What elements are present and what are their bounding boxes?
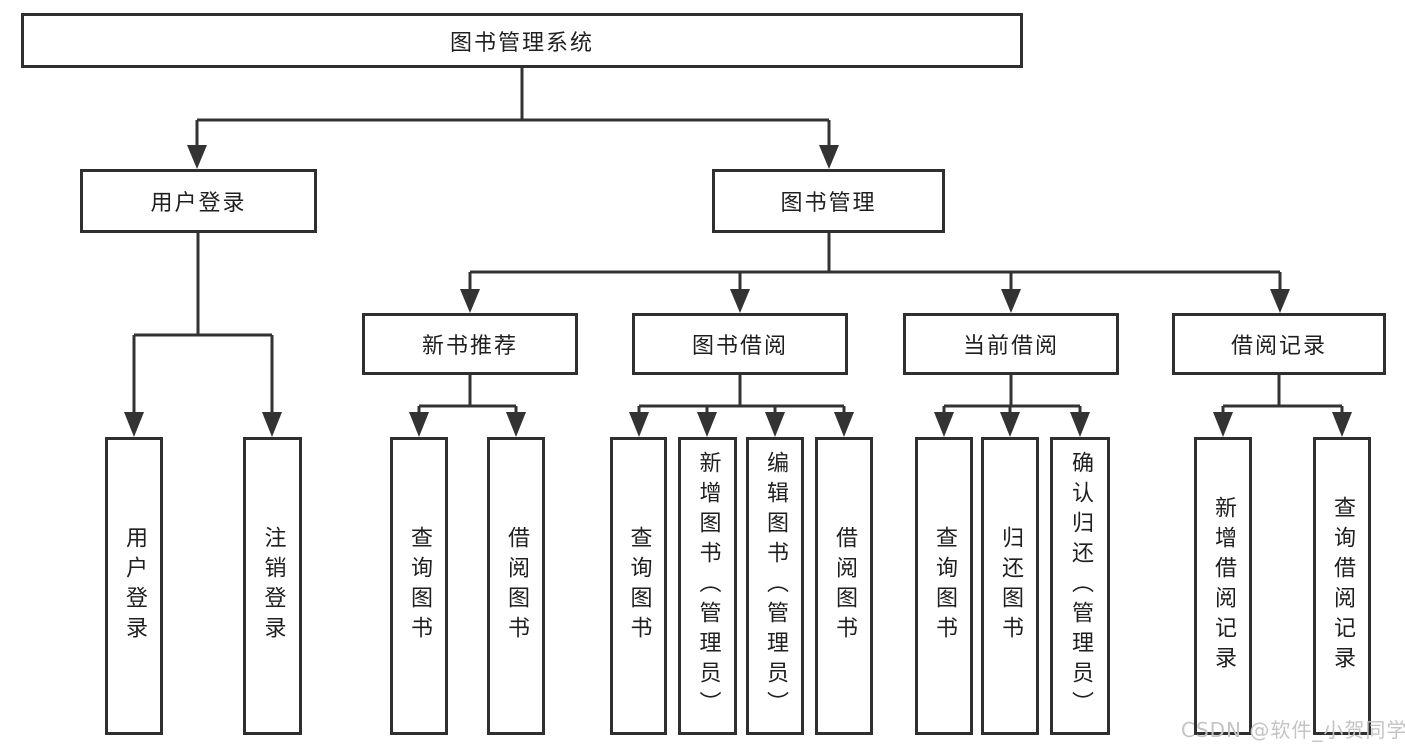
node-current-borrowing: 当前借阅 <box>903 313 1119 375</box>
node-add-borrow-record: 新增借阅记录 <box>1194 437 1252 735</box>
node-user-login-leaf: 用户登录 <box>105 437 163 735</box>
node-query-books-current: 查询图书 <box>915 437 973 735</box>
node-borrowing-records: 借阅记录 <box>1172 313 1386 375</box>
arrowhead-user-login <box>187 145 207 169</box>
node-confirm-return-admin: 确认归还（管理员） <box>1050 437 1110 735</box>
node-borrow-books-recommend: 借阅图书 <box>487 437 545 735</box>
connector-current-borrowing-children <box>934 375 1090 437</box>
node-add-books-admin: 新增图书（管理员） <box>678 437 737 735</box>
node-query-borrow-record: 查询借阅记录 <box>1313 437 1371 735</box>
connector-borrowing-records-children <box>1213 375 1352 437</box>
connector-new-book-recommend-children <box>409 375 526 437</box>
connector-book-borrowing-children <box>629 375 854 437</box>
csdn-watermark: CSDN @软件_小贺同学 <box>1181 718 1405 742</box>
arrowhead-book-management <box>819 145 839 169</box>
connector-user-login-children <box>124 233 282 437</box>
arrowhead-logout-leaf <box>262 412 282 437</box>
arrowhead-new-book-recommend <box>460 289 480 313</box>
node-user-login: 用户登录 <box>80 169 317 233</box>
connector-root-to-level2 <box>187 68 839 169</box>
node-query-books-recommend: 查询图书 <box>390 437 448 735</box>
node-root: 图书管理系统 <box>21 13 1023 68</box>
node-book-management: 图书管理 <box>712 169 945 233</box>
node-edit-books-admin: 编辑图书（管理员） <box>746 437 804 735</box>
arrowhead-user-login-leaf <box>124 412 144 437</box>
arrowhead-borrowing-records <box>1270 289 1290 313</box>
node-logout-leaf: 注销登录 <box>243 437 302 735</box>
arrowhead-current-borrowing <box>1001 289 1021 313</box>
connector-book-management-children <box>460 233 1290 313</box>
node-return-books: 归还图书 <box>981 437 1039 735</box>
node-new-book-recommend: 新书推荐 <box>362 313 578 375</box>
node-book-borrowing: 图书借阅 <box>632 313 848 375</box>
node-query-books-borrowing: 查询图书 <box>610 437 667 735</box>
arrowhead-book-borrowing <box>730 289 750 313</box>
node-borrow-books-borrowing: 借阅图书 <box>815 437 873 735</box>
